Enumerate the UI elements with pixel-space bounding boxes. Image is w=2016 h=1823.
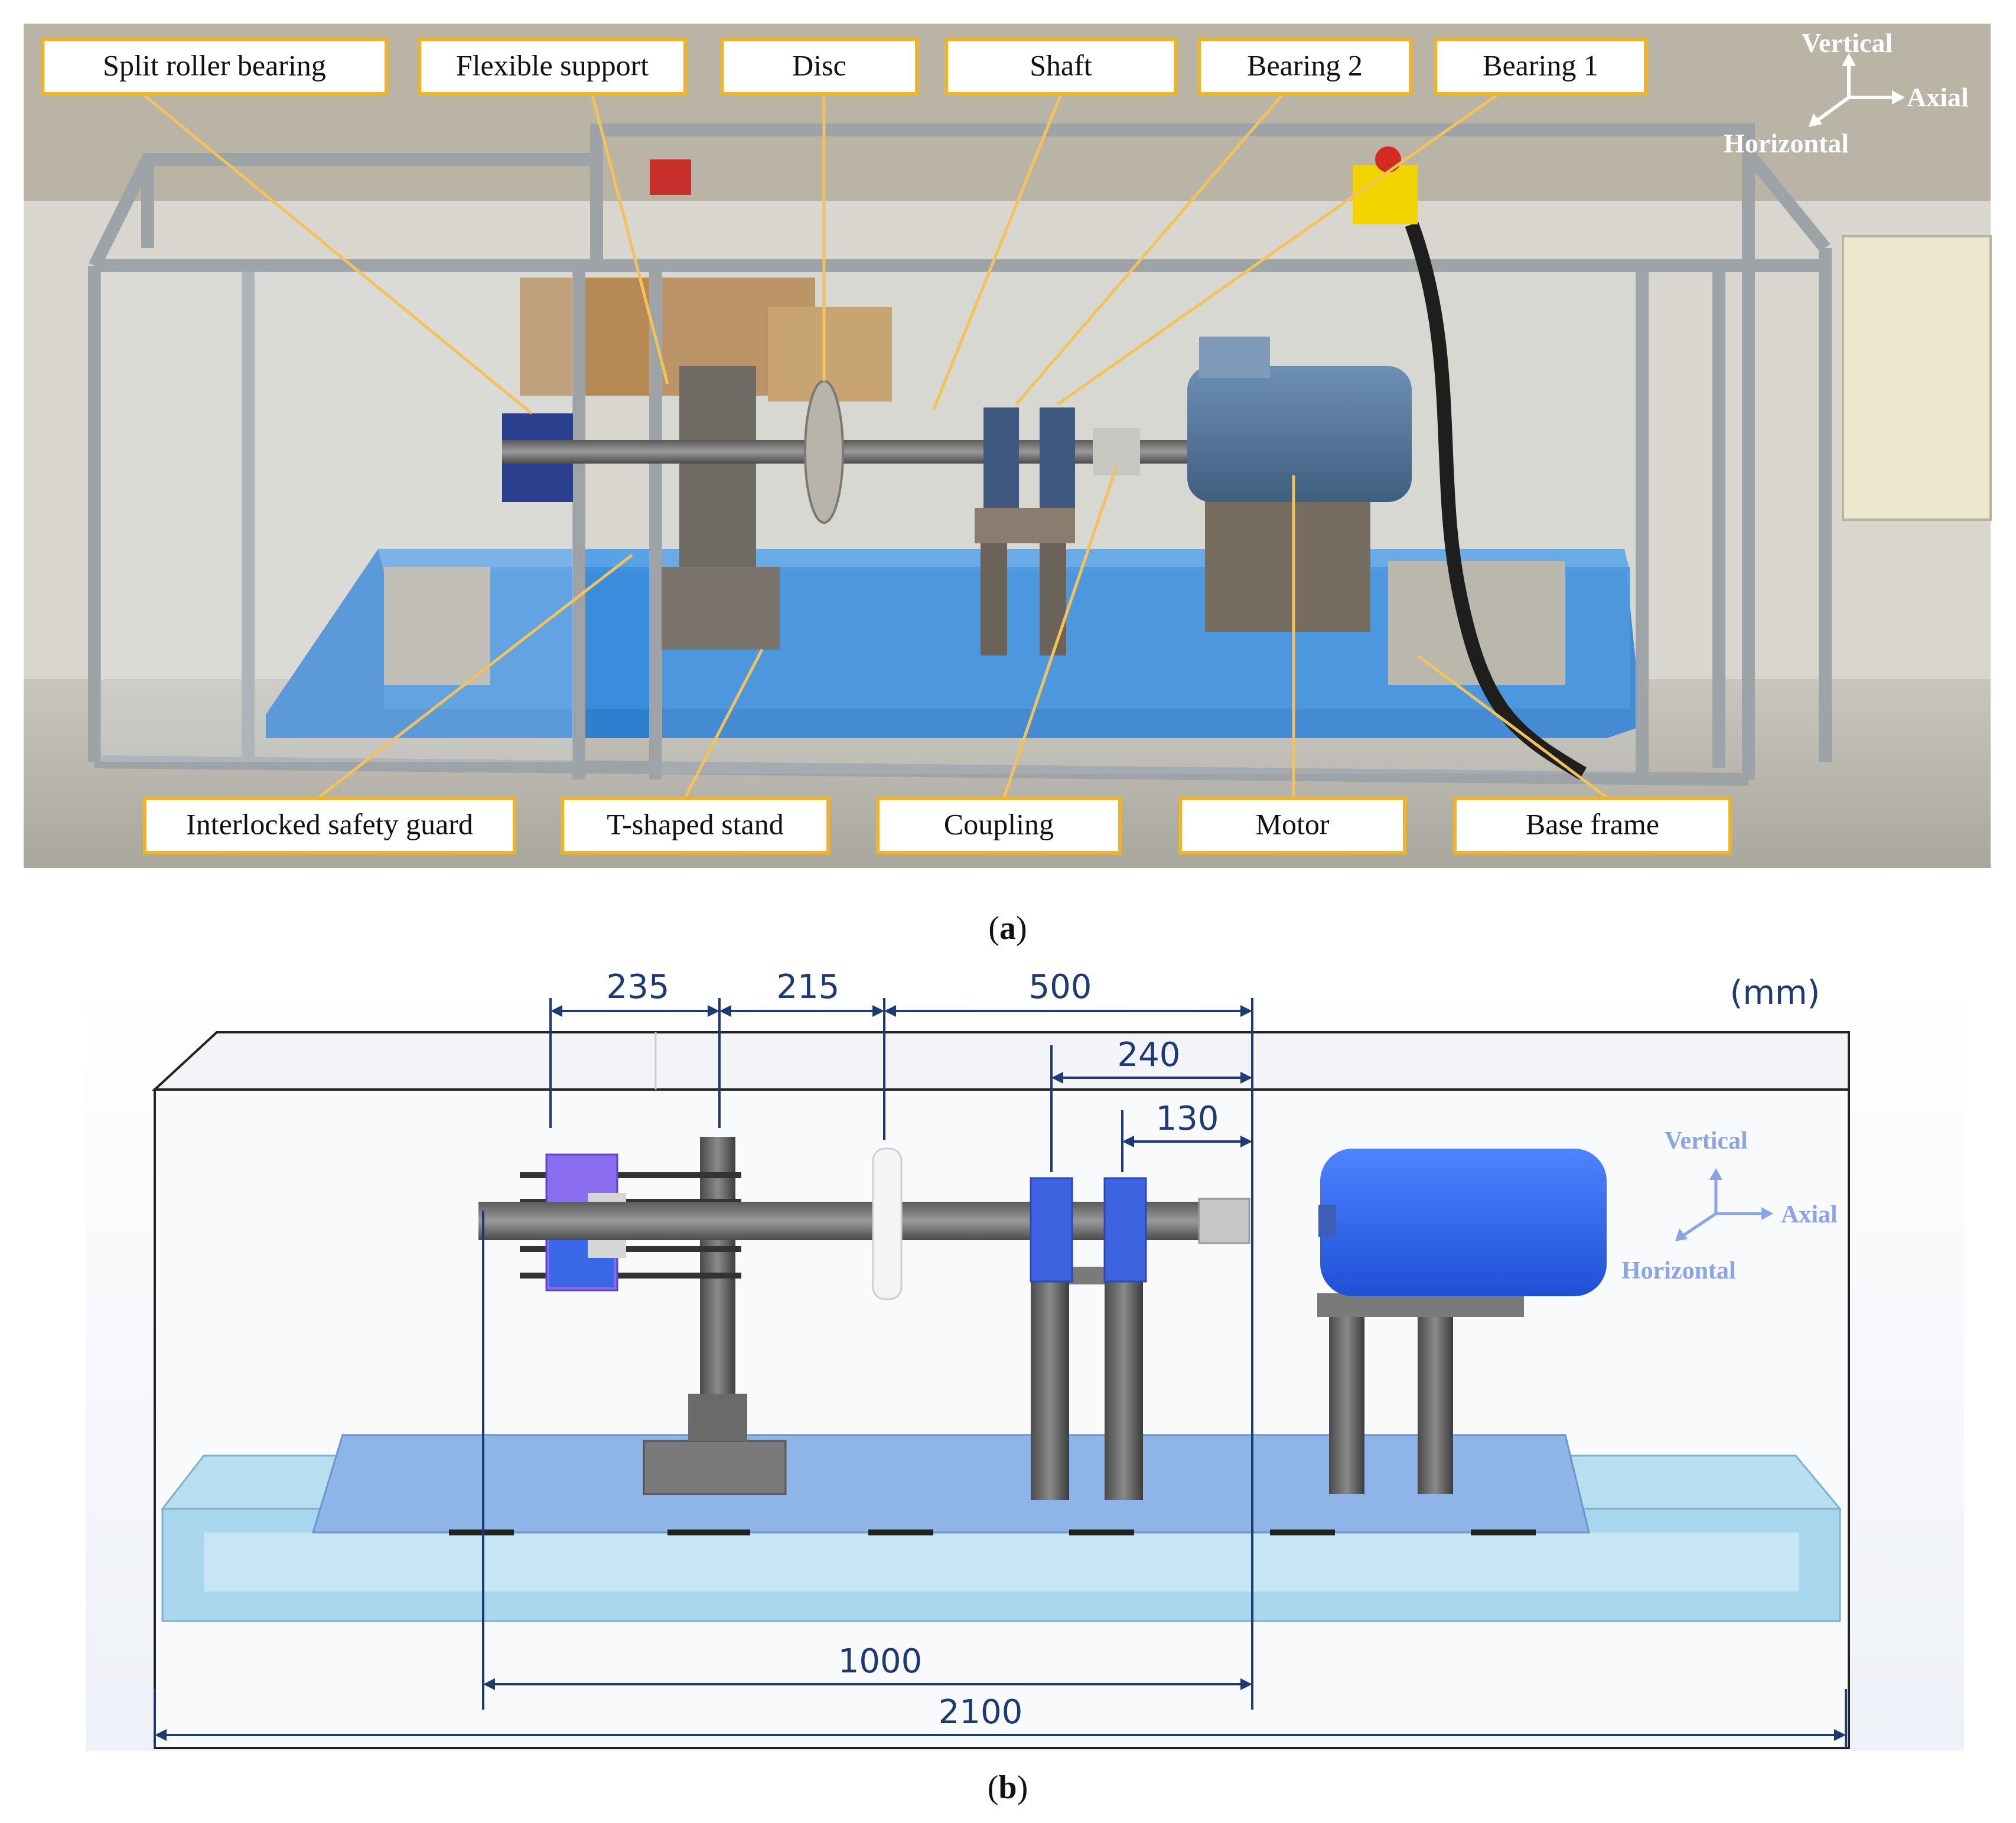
cardboard-box [520,278,815,396]
base-opening-left [384,567,490,685]
coupling-model [1198,1198,1250,1244]
emergency-stop-button [1375,146,1401,172]
label-bearing-2: Bearing 2 [1197,38,1412,96]
label-motor: Motor [1178,797,1406,855]
disc-photo [804,380,844,524]
label-interlocked-safety-guard: Interlocked safety guard [143,797,516,855]
label-coupling: Coupling [876,797,1122,855]
interlock-switch [650,159,691,195]
label-text: Split roller bearing [103,48,326,81]
label-text: Disc [792,48,846,81]
label-disc: Disc [720,38,919,96]
dim-500: 500 [1029,968,1092,1006]
label-bearing-1: Bearing 1 [1434,38,1647,96]
shaft-model [478,1202,1217,1240]
label-text: Bearing 2 [1247,48,1363,81]
axis-vertical-label: Vertical [1665,1127,1748,1155]
enclosure-top [151,1031,1850,1091]
base-plate-slots [449,1530,1536,1535]
label-text: Coupling [944,807,1054,840]
axis-horizontal-label: Horizontal [1621,1257,1736,1284]
label-flexible-support: Flexible support [418,38,687,96]
caption-b: (b) [988,1769,1028,1806]
panel-a-photo [24,24,1992,868]
axis-axial-label: Axial [1907,82,1969,112]
label-text: Interlocked safety guard [186,807,473,840]
dim-130: 130 [1156,1100,1219,1138]
label-text: Shaft [1030,48,1092,81]
base-plate [311,1434,1590,1534]
axis-horizontal-label: Horizontal [1724,128,1849,158]
caption-a: (a) [988,910,1027,947]
axis-triad-photo: Vertical Axial Horizontal [1724,28,1969,158]
leader-lines [135,87,1608,798]
dimension-lines [154,998,1847,1748]
motor-cable [1405,221,1587,780]
label-text: T-shaped stand [607,807,784,840]
dim-240: 240 [1118,1036,1181,1074]
shaft-photo [502,440,1199,464]
dim-2100: 2100 [939,1693,1023,1731]
bearing-1-model [1103,1177,1147,1283]
motor-photo [1187,366,1412,502]
bearing-2-photo [983,407,1019,508]
bearing-2-model [1030,1177,1073,1283]
safety-guard-photo [88,123,1832,786]
label-t-shaped-stand: T-shaped stand [561,797,830,855]
label-text: Bearing 1 [1483,48,1598,81]
control-cabinet [1842,235,1992,521]
panel-b-render [86,983,1964,1751]
label-text: Base frame [1526,807,1659,840]
label-text: Motor [1256,807,1330,840]
dim-215: 215 [777,968,840,1006]
label-text: Flexible support [456,48,649,81]
disc-model [872,1147,903,1300]
motor-model [1320,1149,1607,1296]
axis-axial-label: Axial [1781,1201,1838,1228]
t-shaped-stand-base [643,1440,787,1495]
bearing-1-photo [1040,407,1075,508]
label-split-roller-bearing: Split roller bearing [41,38,388,96]
dim-235: 235 [607,968,670,1006]
t-shaped-stand-upright [700,1137,735,1441]
axis-vertical-label: Vertical [1802,28,1893,58]
unit-label: (mm) [1730,974,1820,1012]
label-shaft: Shaft [945,38,1177,96]
dim-1000: 1000 [838,1642,923,1681]
axis-triad-model: Vertical Axial Horizontal [1621,1127,1838,1284]
label-base-frame: Base frame [1453,797,1732,855]
